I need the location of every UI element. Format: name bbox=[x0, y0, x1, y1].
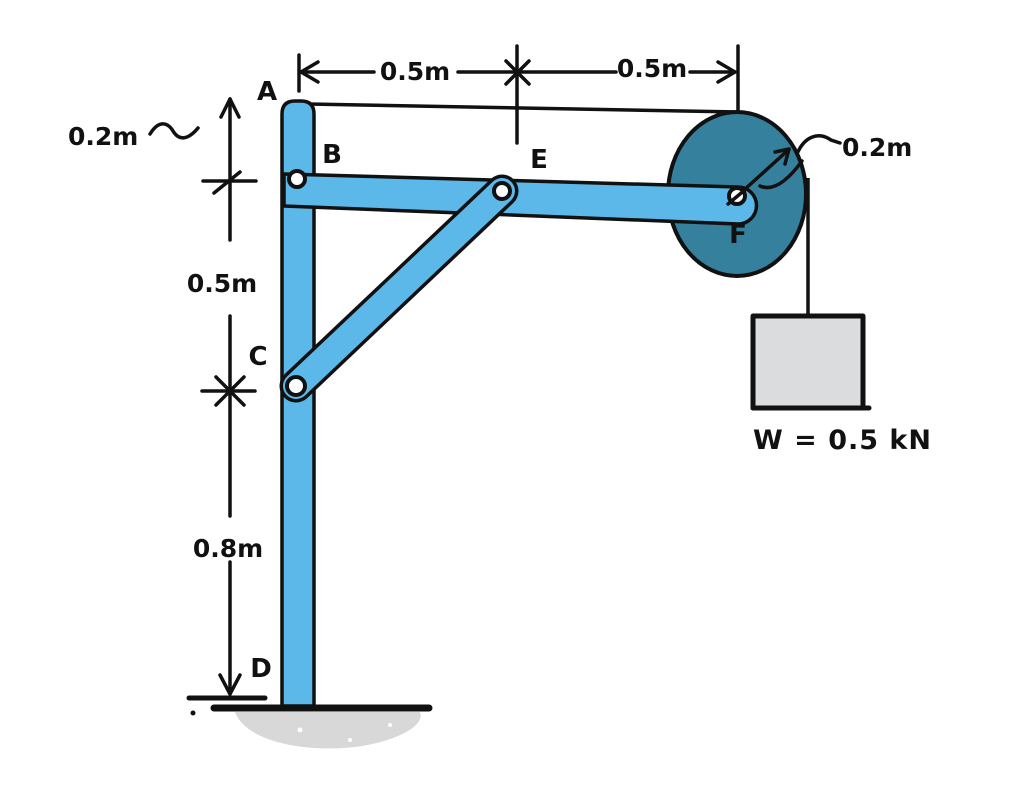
joint-label-b: B bbox=[322, 140, 342, 170]
joint-label-a: A bbox=[257, 77, 277, 107]
top-reference-line bbox=[306, 102, 741, 114]
radius-arc bbox=[758, 159, 804, 190]
pin-b bbox=[287, 169, 307, 189]
dim-label-pulley-radius: 0.2m bbox=[842, 133, 912, 162]
dim-label-left-top: 0.2m bbox=[68, 122, 138, 151]
dim-label-top-left: 0.5m bbox=[380, 57, 450, 86]
dim-label-top-right: 0.5m bbox=[617, 54, 687, 83]
dim-tick-middle bbox=[504, 44, 531, 145]
pulley-radius-arrow: 0.2m bbox=[742, 133, 912, 192]
radius-leader bbox=[795, 134, 842, 156]
ground-shadow bbox=[235, 712, 421, 749]
post-member bbox=[280, 99, 316, 708]
joint-label-e: E bbox=[530, 145, 548, 175]
pin-c bbox=[285, 375, 307, 397]
dim-arrow-up bbox=[219, 97, 241, 119]
dim-arrow-left bbox=[297, 53, 320, 93]
dim-label-left-bottom: 0.8m bbox=[193, 534, 263, 563]
dim-label-left-mid: 0.5m bbox=[187, 269, 257, 298]
dim-tick-c-level bbox=[200, 375, 257, 407]
joint-label-f: F bbox=[729, 220, 747, 250]
tilde-squiggle bbox=[148, 122, 200, 140]
beam-member bbox=[282, 172, 759, 226]
ground-speckle bbox=[297, 727, 303, 733]
dim-tick-b-level bbox=[201, 170, 258, 195]
ground-speckle bbox=[388, 723, 392, 727]
dim-arrow-down bbox=[186, 673, 268, 701]
joint-label-c: C bbox=[248, 342, 267, 372]
pin-e bbox=[492, 181, 512, 201]
ground-speckle bbox=[348, 738, 352, 742]
weight-block bbox=[750, 313, 866, 411]
joint-label-d: D bbox=[250, 654, 272, 684]
weight-label: W = 0.5 kN bbox=[753, 425, 932, 456]
pin-f-slash bbox=[726, 187, 748, 206]
brace-member bbox=[279, 174, 519, 403]
left-dimension: 0.2m 0.5m 0.8m bbox=[68, 97, 268, 701]
stray-dot bbox=[190, 710, 196, 716]
